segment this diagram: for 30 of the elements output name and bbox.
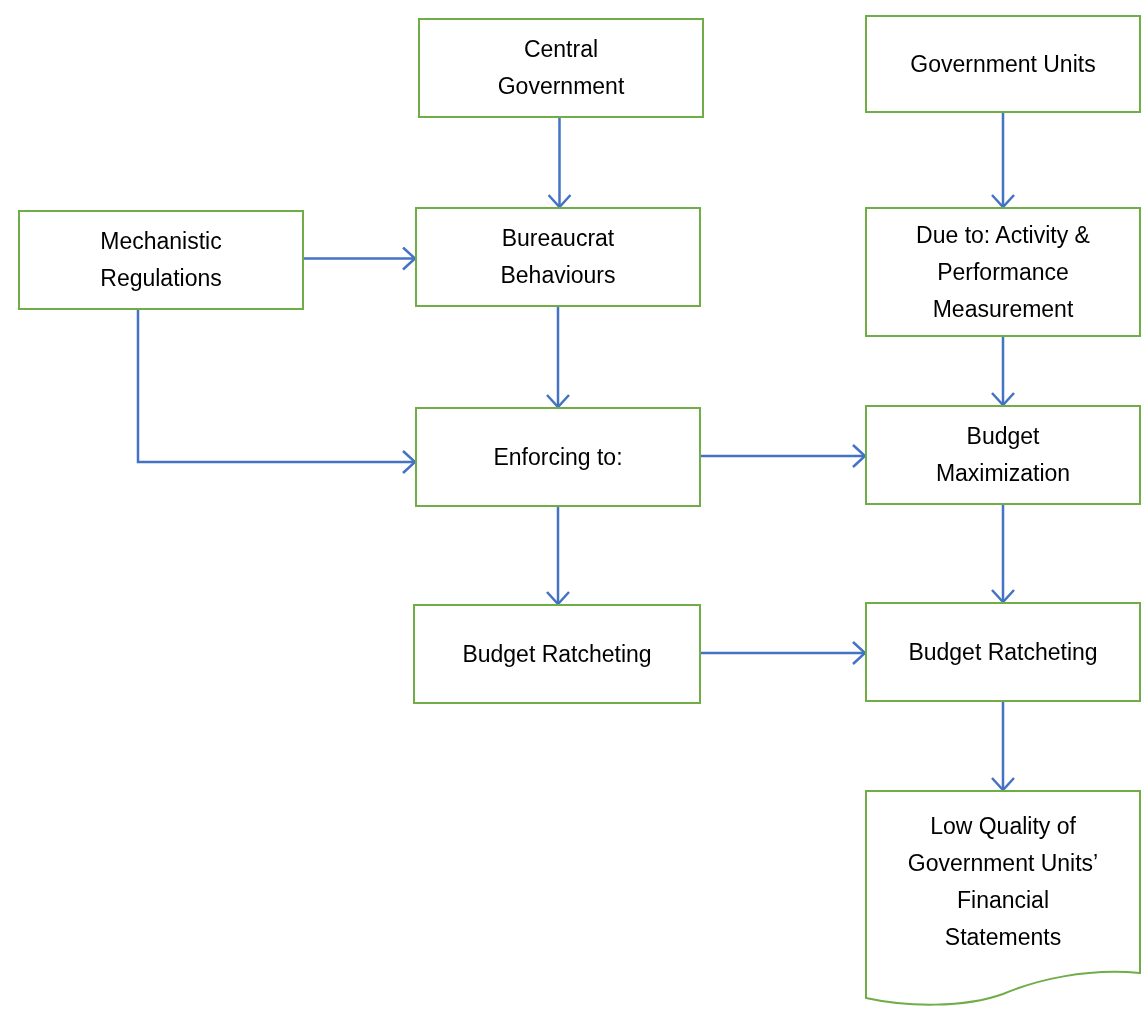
box-text: Budget Maximization xyxy=(934,422,1072,488)
arrow xyxy=(990,337,1016,407)
process-box xyxy=(418,18,704,118)
box-text: Mechanistic Regulations xyxy=(99,227,223,293)
process-box xyxy=(865,405,1141,505)
arrow xyxy=(136,310,417,475)
box-text: Central Government xyxy=(496,35,626,101)
process-box xyxy=(865,602,1141,702)
box-text: Budget Ratcheting xyxy=(908,637,1098,667)
arrow xyxy=(545,507,571,606)
arrow xyxy=(547,118,572,209)
arrow xyxy=(990,113,1016,209)
arrow xyxy=(701,443,867,469)
box-text: Budget Ratcheting xyxy=(462,639,652,669)
arrow xyxy=(701,640,867,666)
process-box xyxy=(413,604,701,704)
arrow xyxy=(990,505,1016,604)
process-box xyxy=(415,207,701,307)
box-text: Enforcing to: xyxy=(493,442,623,472)
arrow xyxy=(304,246,417,271)
process-box xyxy=(415,407,701,507)
box-text: Government Units xyxy=(910,49,1096,79)
box-text: Low Quality of Government Units’ Financial Statements xyxy=(906,812,1100,952)
arrow xyxy=(990,702,1016,792)
box-text: Due to: Activity & Performance Measurement xyxy=(915,220,1091,324)
process-box xyxy=(865,15,1141,113)
box-text: Bureaucrat Behaviours xyxy=(499,224,617,290)
arrow xyxy=(545,307,571,409)
process-box xyxy=(865,207,1141,337)
process-box xyxy=(18,210,304,310)
